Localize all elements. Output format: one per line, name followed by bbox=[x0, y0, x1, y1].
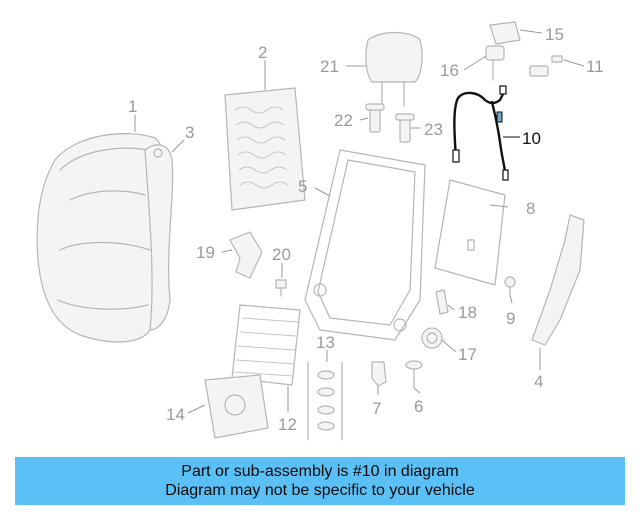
callout-6: 6 bbox=[414, 397, 423, 416]
part-2-lumbar-pad bbox=[224, 87, 306, 211]
callout-9: 9 bbox=[506, 309, 515, 328]
banner-line-2: Diagram may not be specific to your vehi… bbox=[165, 482, 475, 499]
part-8-panel bbox=[434, 179, 506, 286]
info-banner: Part or sub-assembly is #10 in diagram D… bbox=[15, 457, 625, 505]
part-11-fastener bbox=[529, 55, 563, 77]
callout-19: 19 bbox=[196, 243, 215, 262]
callout-13: 13 bbox=[316, 333, 335, 352]
part-10-wiring-harness[interactable] bbox=[452, 85, 509, 181]
part-12-lumbar-mat bbox=[231, 304, 301, 386]
callout-22: 22 bbox=[334, 111, 353, 130]
leader-lines bbox=[134, 29, 585, 414]
part-20-bolt bbox=[275, 279, 287, 297]
part-9-plug bbox=[504, 276, 516, 296]
part-15-switch bbox=[489, 21, 521, 45]
part-3-bolster bbox=[144, 144, 174, 331]
callout-5: 5 bbox=[298, 177, 307, 196]
part-4-side-trim bbox=[531, 214, 585, 346]
part-13-clip-kit bbox=[307, 361, 343, 441]
part-7-clip bbox=[371, 361, 387, 387]
callout-2: 2 bbox=[258, 43, 267, 62]
callout-16: 16 bbox=[440, 61, 459, 80]
callout-23: 23 bbox=[424, 120, 443, 139]
part-22-guide bbox=[365, 103, 385, 133]
part-14-mechanism bbox=[204, 374, 269, 439]
callout-12: 12 bbox=[278, 415, 297, 434]
part-17-knob bbox=[421, 327, 443, 349]
callout-15: 15 bbox=[545, 25, 564, 44]
callout-17: 17 bbox=[458, 345, 477, 364]
callout-4: 4 bbox=[534, 372, 543, 391]
part-23-guide bbox=[395, 113, 415, 143]
part-18-handle bbox=[435, 289, 449, 315]
callout-8: 8 bbox=[526, 199, 535, 218]
callout-1: 1 bbox=[128, 97, 137, 116]
callout-21: 21 bbox=[320, 57, 339, 76]
callout-3: 3 bbox=[185, 123, 194, 142]
callout-7: 7 bbox=[372, 399, 381, 418]
part-5-seat-frame bbox=[304, 149, 426, 341]
part-19-bracket bbox=[229, 231, 263, 279]
callout-18: 18 bbox=[458, 303, 477, 322]
banner-line-1: Part or sub-assembly is #10 in diagram bbox=[181, 463, 459, 480]
callout-14: 14 bbox=[166, 405, 185, 424]
part-16-switch-assembly bbox=[485, 45, 505, 81]
part-21-headrest bbox=[365, 31, 423, 107]
part-6-pin bbox=[405, 360, 423, 389]
callout-20: 20 bbox=[272, 245, 291, 264]
callout-10[interactable]: 10 bbox=[522, 129, 541, 148]
callout-11: 11 bbox=[586, 57, 604, 76]
